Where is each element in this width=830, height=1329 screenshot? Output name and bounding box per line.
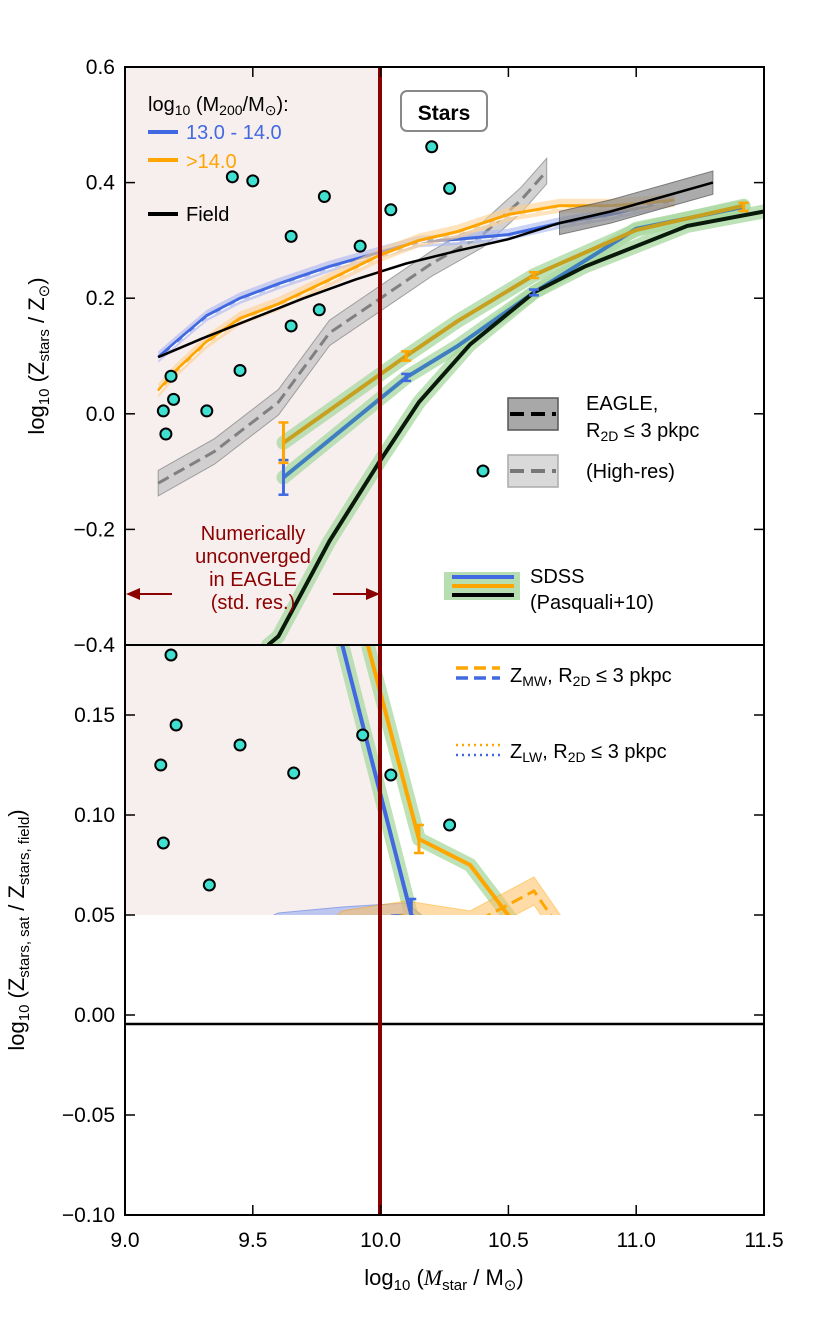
top-hires-point-4: [200, 404, 214, 418]
mw-label: ZMW, R2D ≤ 3 pkpc: [510, 665, 672, 689]
unconverged-annotation: Numerically unconverged in EAGLE (std. r…: [126, 523, 380, 614]
top-hires-point-15: [443, 181, 457, 195]
eagle-label-1: EAGLE,: [586, 393, 658, 415]
top-ytick-label-5: −0.4: [74, 634, 116, 657]
bottom-14-highmass-box: [598, 945, 662, 1015]
bottom-hires-point-0: [154, 758, 168, 772]
bottom-panel-frame: [124, 644, 765, 1216]
axis-ticks: 0.6 0.4 0.2 0.0 −0.2 −0.4 0.15 0.10 0.05 0.00 −0.0…: [62, 56, 784, 1252]
field-band: [559, 170, 714, 236]
mass-legend: log10 (M200/M⊙): 13.0 - 14.0 >14.0 Field: [148, 94, 289, 226]
top-hires-point-13: [384, 203, 398, 217]
bottom-1314-highmass-box: [598, 915, 662, 1025]
bottom-hires-point-5: [233, 738, 247, 752]
eagle-label-2: R2D ≤ 3 pkpc: [586, 420, 699, 444]
top-hires-point-8: [284, 229, 298, 243]
xtick-label-5: 11.5: [744, 1229, 783, 1252]
mass-legend-title: log10 (M200/M⊙):: [148, 94, 289, 118]
bottom-sdss-14-halo: [361, 645, 517, 915]
bottom-ytick-label-5: −0.10: [62, 1204, 115, 1227]
bottom-ytick-label-3: 0.00: [74, 1004, 115, 1027]
top-y-axis-label: log10 (Zstars / Z⊙): [24, 277, 53, 434]
unconverged-line-4: (std. res.): [211, 592, 295, 614]
unconverged-line-3: in EAGLE: [209, 569, 297, 591]
top-hires-point-0: [156, 404, 170, 418]
sdss-label-2: (Pasquali+10): [530, 592, 654, 614]
bottom-ytick-label-1: 0.10: [74, 804, 115, 827]
top-hires-point-7: [246, 174, 260, 188]
bottom-mw-1314-band: [272, 902, 423, 915]
bottom-sdss-1314-line: [340, 645, 415, 915]
xtick-label-4: 11.0: [617, 1229, 656, 1252]
unconverged-line-2: unconverged: [195, 546, 311, 568]
xtick-label-1: 9.5: [238, 1229, 267, 1252]
bottom-ytick-label-0: 0.15: [74, 704, 115, 727]
top-hires-point-1: [159, 427, 173, 441]
eagle-legend: EAGLE, R2D ≤ 3 pkpc (High-res): [476, 393, 699, 488]
lw-label: ZLW, R2D ≤ 3 pkpc: [510, 741, 667, 765]
bottom-hires-point-1: [156, 836, 170, 850]
x-axis-label: log10 (Mstar / M⊙): [364, 1265, 523, 1294]
top-hires-point-6: [233, 363, 247, 377]
top-hires-point-2: [164, 369, 178, 383]
sdss-legend: SDSS (Pasquali+10): [444, 566, 654, 614]
top-ytick-label-4: −0.2: [74, 518, 115, 541]
hires-swatch-point: [476, 464, 490, 478]
top-hires-point-11: [317, 189, 331, 203]
top-panel-plot: [156, 140, 764, 645]
stars-box: [400, 90, 488, 132]
bottom-hires-point-9: [384, 768, 398, 782]
legend-label-field: Field: [186, 204, 229, 226]
bottom-mw-1314-line: [382, 913, 409, 915]
top-hires-point-12: [353, 239, 367, 253]
sdss-label-1: SDSS: [530, 566, 584, 588]
top-ytick-label-1: 0.4: [86, 172, 116, 195]
sdss-14-line: [282, 203, 745, 445]
bottom-y-axis-label: log10 (Zstars, sat / Zstars, field): [4, 809, 33, 1050]
field-line: [157, 181, 714, 359]
bottom-ytick-label-4: −0.05: [62, 1104, 115, 1127]
top-hires-point-10: [312, 303, 326, 317]
left-arrow-head: [126, 588, 140, 600]
bottom-hires-point-8: [356, 728, 370, 742]
stars-label: Stars: [418, 102, 471, 125]
bottom-hires-point-10: [443, 818, 457, 832]
xtick-label-2: 10.0: [360, 1229, 401, 1252]
top-ytick-label-0: 0.6: [86, 56, 115, 79]
legend-label-1314: 13.0 - 14.0: [186, 122, 282, 144]
bottom-hires-point-7: [319, 950, 330, 961]
bottom-lw-1314-line: [158, 931, 738, 1145]
legend-label-14: >14.0: [186, 151, 237, 173]
stars-annotation: Stars: [400, 90, 488, 132]
top-hires-point-9: [284, 319, 298, 333]
top-ytick-label-3: 0.0: [86, 403, 115, 426]
bottom-mw-14-band: [336, 876, 561, 915]
right-arrow-head: [366, 588, 380, 600]
hires-label: (High-res): [586, 461, 675, 483]
xtick-label-0: 9.0: [110, 1229, 139, 1252]
bottom-hires-point-2: [164, 648, 178, 662]
bottom-hires-point-3: [169, 718, 183, 732]
bottom-mw-14-line: [396, 889, 553, 915]
top-ytick-label-2: 0.2: [86, 287, 115, 310]
bottom-ytick-label-2: 0.05: [74, 904, 115, 927]
sdss-field-line: [266, 209, 764, 645]
top-hires-point-5: [225, 170, 239, 184]
unconverged-line-1: Numerically: [201, 523, 305, 545]
top-hires-point-14: [425, 140, 439, 154]
bottom-panel-plot: [154, 645, 739, 1215]
xtick-label-3: 10.5: [488, 1229, 529, 1252]
bottom-lw-14-line: [207, 955, 739, 1215]
top-hires-point-3: [167, 392, 181, 406]
bottom-hires-point-4: [202, 878, 216, 892]
eagle-1314-dash: [157, 201, 675, 360]
bottom-hires-point-6: [287, 766, 301, 780]
bottom-sdss-1314-halo: [335, 645, 422, 915]
bottom-sdss-14-line: [365, 645, 511, 915]
metallicity-legend: ZMW, R2D ≤ 3 pkpc ZLW, R2D ≤ 3 pkpc: [456, 665, 672, 765]
